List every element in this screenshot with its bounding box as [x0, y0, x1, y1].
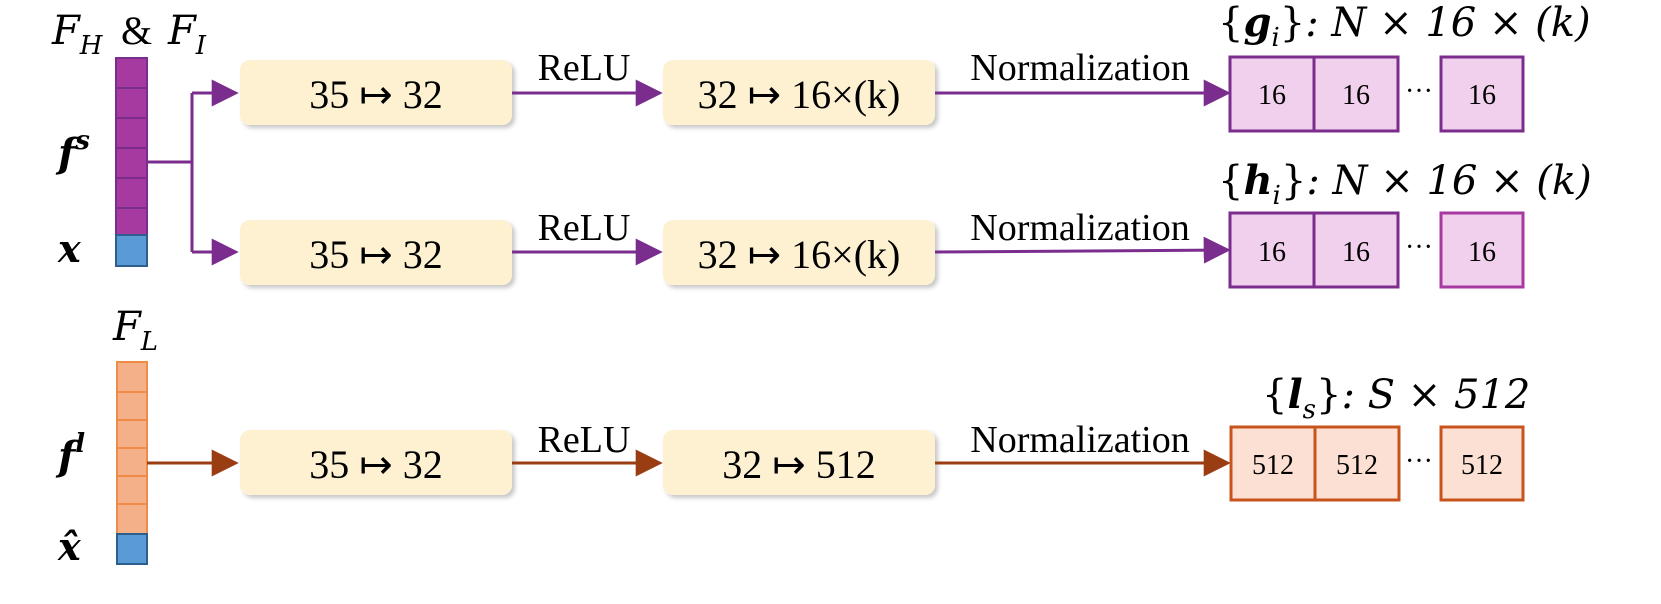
ellipsis: ··· — [1405, 232, 1433, 263]
relu-label: ReLU — [538, 207, 631, 249]
output-cell-1: 16 — [1258, 80, 1286, 111]
output-cell-2: 16 — [1342, 80, 1370, 111]
output-cell-3: 16 — [1468, 80, 1496, 111]
normalization-label: Normalization — [970, 47, 1189, 89]
output-cell-1: 512 — [1252, 450, 1294, 481]
normalization-label: Normalization — [970, 207, 1189, 249]
fl-label: FL — [112, 304, 158, 357]
layer2-box — [663, 60, 935, 125]
x-label: x — [57, 226, 82, 271]
layer1-label: 35 ↦ 32 — [309, 72, 443, 117]
normalization-label: Normalization — [970, 419, 1189, 461]
fs-label: fs — [55, 126, 90, 177]
fs-branch-connector — [147, 79, 239, 266]
fl-feature-vector — [116, 361, 148, 565]
layer1-box — [240, 430, 512, 495]
fh-subscript: H — [79, 31, 104, 61]
xhat-input-cell — [116, 533, 148, 565]
row-g: 35 ↦ 32 ReLU 32 ↦ 16×(k) Normalization {… — [240, 0, 1591, 133]
layer1-label: 35 ↦ 32 — [309, 232, 443, 277]
output-cell-3: 512 — [1461, 450, 1503, 481]
layer2-label: 32 ↦ 16×(k) — [698, 232, 901, 277]
layer1-box — [240, 60, 512, 125]
ellipsis: ··· — [1405, 446, 1433, 477]
svg-text:FI: FI — [167, 8, 207, 61]
layer1-box — [240, 220, 512, 285]
fh-symbol: F — [51, 8, 81, 54]
layer1-label: 35 ↦ 32 — [309, 442, 443, 487]
output-cell-2: 16 — [1342, 237, 1370, 268]
ampersand: & — [121, 8, 152, 53]
layer2-label: 32 ↦ 512 — [722, 442, 876, 487]
row-l: 35 ↦ 32 ReLU 32 ↦ 512 Normalization {ls}… — [240, 371, 1530, 502]
output-cell-2: 512 — [1336, 450, 1378, 481]
row-h: 35 ↦ 32 ReLU 32 ↦ 16×(k) Normalization {… — [240, 157, 1592, 289]
output-set-label: {gi}: N × 16 × (k) — [1218, 0, 1591, 53]
relu-label: ReLU — [538, 419, 631, 461]
fi-symbol: F — [167, 8, 197, 54]
x-input-cell — [115, 234, 148, 267]
output-set-label: {hi}: N × 16 × (k) — [1218, 157, 1592, 211]
layer2-label: 32 ↦ 16×(k) — [698, 72, 901, 117]
output-cell-3: 16 — [1468, 237, 1496, 268]
fs-feature-vector — [115, 57, 148, 267]
output-set-label: {ls}: S × 512 — [1262, 371, 1530, 425]
relu-label: ReLU — [538, 47, 631, 89]
fl-vector-label: fl — [55, 429, 85, 480]
ellipsis: ··· — [1405, 76, 1433, 107]
svg-text:FH: FH — [51, 8, 104, 61]
layer2-box — [663, 220, 935, 285]
layer2-box — [663, 430, 935, 495]
output-cell-1: 16 — [1258, 237, 1286, 268]
fh-fi-label: FH & FI — [51, 8, 207, 61]
fi-subscript: I — [195, 31, 207, 61]
xhat-label: x̂ — [57, 524, 82, 569]
